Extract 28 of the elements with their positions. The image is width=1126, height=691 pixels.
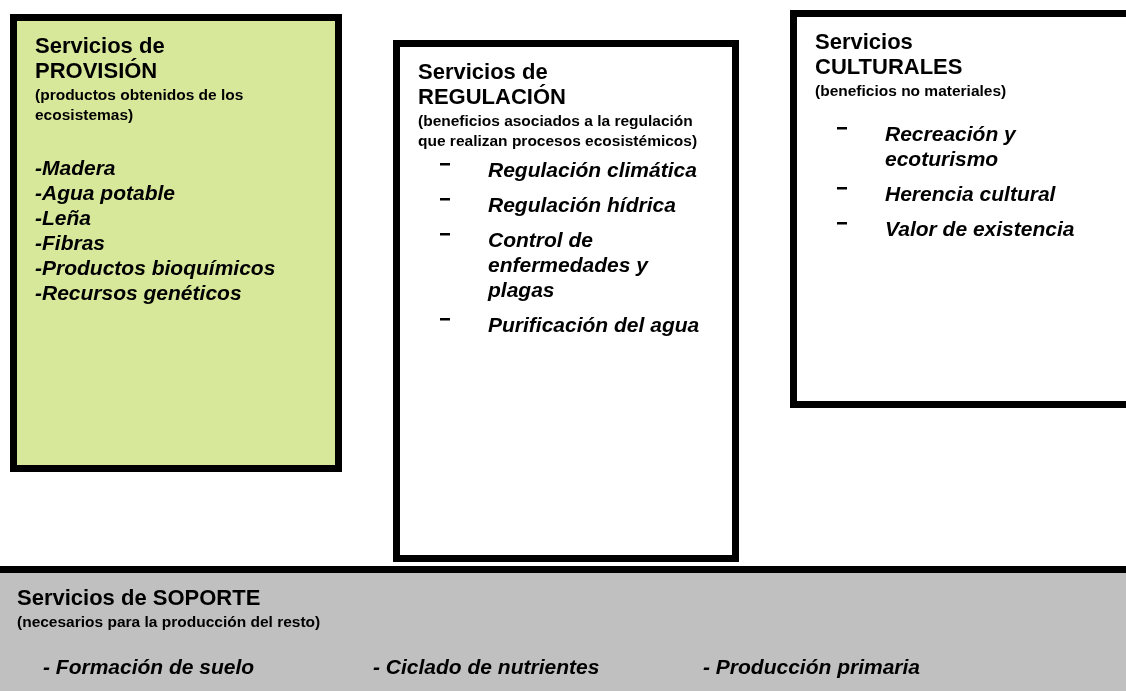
box-subtitle: (necesarios para la producción del resto) [17, 612, 322, 632]
service-item: -Agua potable [35, 180, 176, 205]
service-item: -Madera [35, 155, 117, 180]
box-subtitle: (productos obtenidos de los ecosistemas) [35, 85, 245, 125]
service-box [10, 14, 342, 472]
box-subtitle: (beneficios no materiales) [815, 81, 1008, 101]
box-heading: Servicios de PROVISIÓN [35, 33, 166, 83]
service-item: Herencia cultural [885, 181, 1057, 206]
box-heading: Servicios de REGULACIÓN [418, 59, 567, 109]
service-item: - Formación de suelo [43, 654, 256, 679]
box-heading: Servicios de SOPORTE [17, 585, 262, 610]
box-subtitle: (beneficios asociados a la regulación que realizan procesos ecosistémicos) [418, 111, 699, 151]
service-item: Recreación y ecoturismo [885, 121, 1018, 171]
service-item: -Fibras [35, 230, 106, 255]
service-item: - Producción primaria [703, 654, 922, 679]
service-item: -Productos bioquímicos [35, 255, 277, 280]
service-item: Regulación hídrica [488, 192, 677, 217]
service-item: Regulación climática [488, 157, 698, 182]
service-box [0, 566, 1126, 691]
service-item: - Ciclado de nutrientes [373, 654, 601, 679]
service-box [790, 10, 1126, 408]
service-item: Valor de existencia [885, 216, 1076, 241]
service-item: Control de enfermedades y plagas [488, 227, 650, 302]
service-item: Purificación del agua [488, 312, 701, 337]
service-item: -Leña [35, 205, 92, 230]
service-item: -Recursos genéticos [35, 280, 243, 305]
box-heading: Servicios CULTURALES [815, 29, 964, 79]
service-box [393, 40, 739, 562]
